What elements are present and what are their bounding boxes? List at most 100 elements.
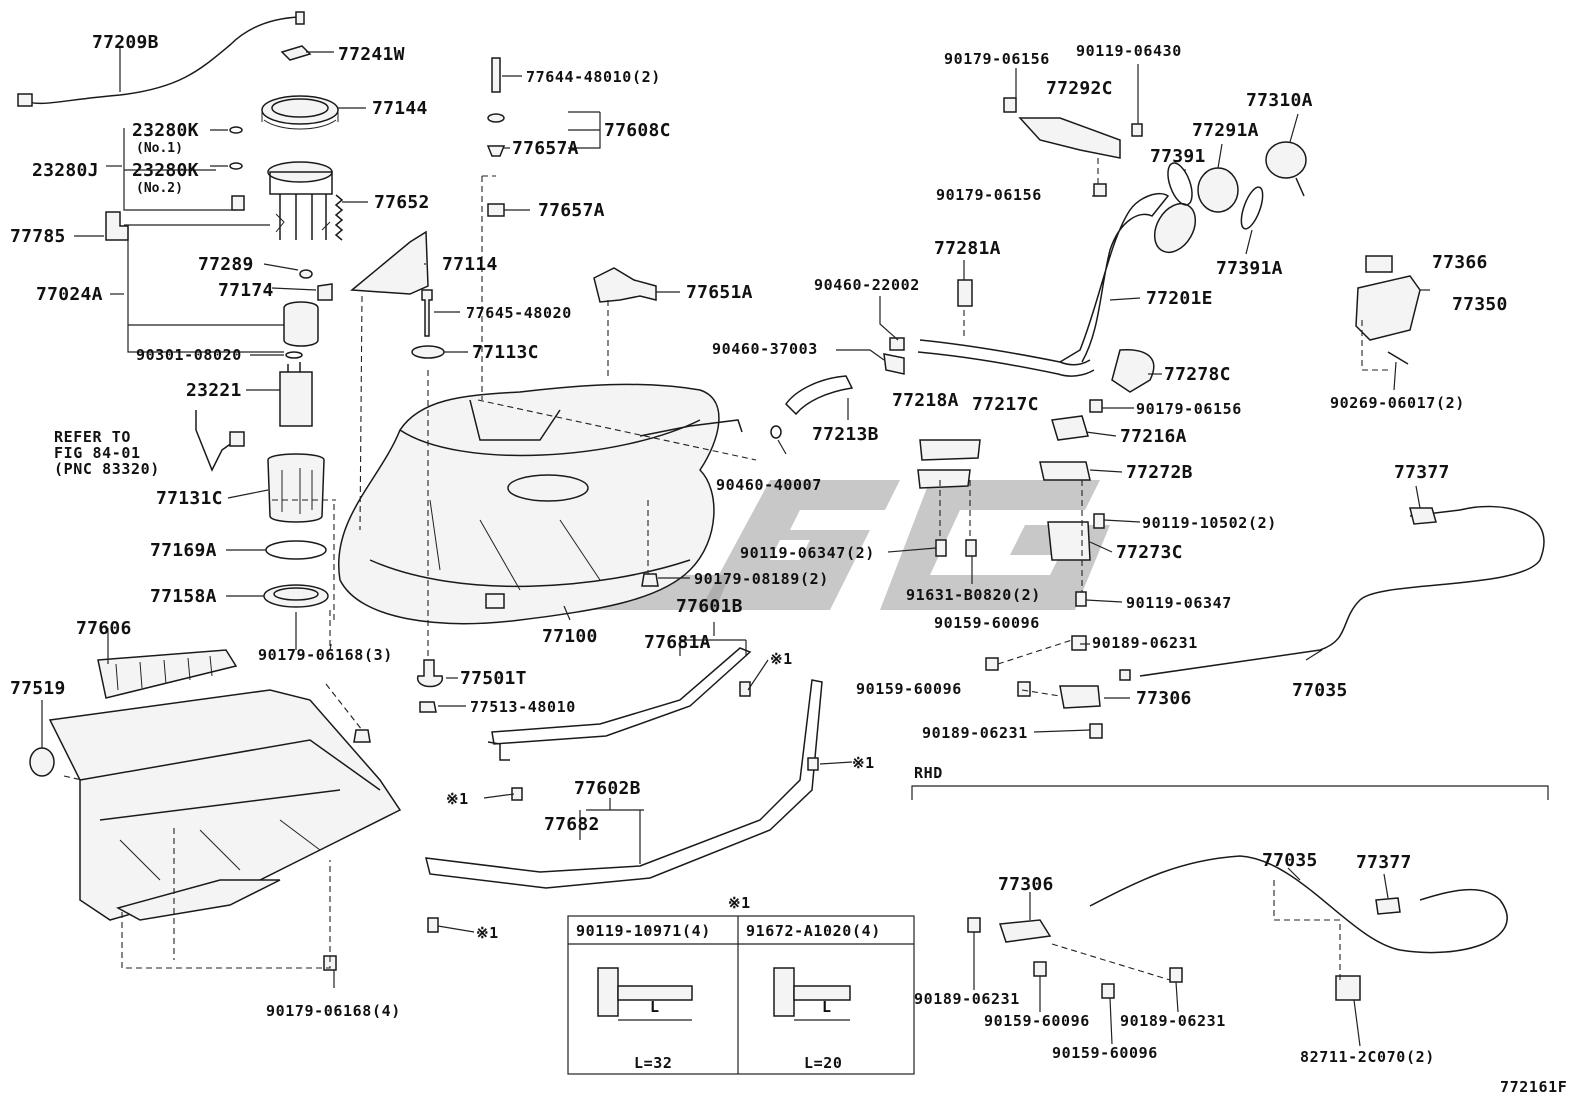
label-77218A: 77218A [892,390,959,411]
label-77645-48020: 77645-48020 [466,304,572,322]
table-col2-header: 91672-A1020(4) [746,922,881,940]
label-77291A: 77291A [1192,120,1259,141]
lever-77306-b [998,919,1052,943]
table-col1-header: 90119-10971(4) [576,922,711,940]
bracket-77217C [917,469,971,489]
nut-90179-08189 [641,573,659,587]
label-77174: 77174 [218,280,274,301]
sender-wire [195,410,237,472]
label-90159-60096-d: 90159-60096 [1052,1044,1158,1062]
alignment-lines [63,158,1388,981]
fuel-opener-cable-LHD [985,505,1545,739]
label-77652: 77652 [374,192,430,213]
label-77035-b: 77035 [1262,850,1318,871]
release-77377-a [1409,507,1437,525]
label-90119-06430: 90119-06430 [1076,42,1182,60]
label-77217C: 77217C [972,394,1039,415]
clamp-90460-37003 [883,353,905,375]
bracket-77273C [1047,521,1091,561]
pump-cup-77131C [267,453,325,523]
label-77601B: 77601B [676,596,743,617]
label-77608C: 77608C [604,120,671,141]
fuel-tank-77100 [337,383,720,625]
label-77519: 77519 [10,678,66,699]
bolt-77501T [417,659,443,688]
label-77035-a: 77035 [1292,680,1348,701]
label-77602B: 77602B [574,778,641,799]
hose-77213B [785,375,854,416]
label-90159-60096-b: 90159-60096 [856,680,962,698]
label-77144: 77144 [372,98,428,119]
label-90179-06168-4: 90179-06168(4) [266,1002,401,1020]
wire-harness-77209B [21,16,301,105]
protector-77651A [593,267,657,303]
label-90159-60096-a: 90159-60096 [934,614,1040,632]
label-77657A-2: 77657A [538,200,605,221]
label-77278C: 77278C [1164,364,1231,385]
label-90189-06231-c: 90189-06231 [914,990,1020,1008]
label-77606: 77606 [76,618,132,639]
note-mark-4: ※1 [476,924,499,942]
nut-77513 [419,701,437,713]
label-90179-06156-a: 90179-06156 [944,50,1050,68]
table-dim-2: L=20 [804,1054,843,1072]
oring-23280K-1 [229,126,243,134]
label-90119-10502: 90119-10502(2) [1142,514,1277,532]
label-77213B: 77213B [812,424,879,445]
grommet-77289 [299,269,313,279]
release-77377-b [1375,897,1401,915]
label-90189-06231-a: 90189-06231 [1092,634,1198,652]
label-77241W: 77241W [338,44,405,65]
label-77281A: 77281A [934,238,1001,259]
label-no1: (No.1) [136,141,183,156]
label-23280K-2: 23280K [132,160,199,181]
refer-note-line3: (PNC 83320) [54,460,160,478]
cap-77310A [1265,141,1307,179]
label-77651A: 77651A [686,282,753,303]
table-L-1: L [650,998,660,1016]
label-77513-48010: 77513-48010 [470,698,576,716]
label-77644-48010: 77644-48010(2) [526,68,661,86]
clip-77785 [105,211,129,241]
lever-77306-a [1059,685,1101,709]
bracket-77218A [919,439,981,461]
label-90189-06231-b: 90189-06231 [922,724,1028,742]
label-77391A: 77391A [1216,258,1283,279]
gasket-77391A [1240,186,1264,230]
label-82711-2C070: 82711-2C070(2) [1300,1048,1435,1066]
valve-77281A [957,279,973,307]
label-77306-b: 77306 [998,874,1054,895]
table-dim-1: L=32 [634,1054,673,1072]
fuel-door-77350 [1355,275,1421,341]
label-23280J: 23280J [32,160,99,181]
label-77306-a: 77306 [1136,688,1192,709]
label-90189-06231-d: 90189-06231 [1120,1012,1226,1030]
label-77501T: 77501T [460,668,527,689]
label-77114: 77114 [442,254,498,275]
table-L-2: L [822,998,832,1016]
label-90119-06347: 90119-06347 [1126,594,1232,612]
label-77682: 77682 [544,814,600,835]
rhd-label: RHD [914,764,943,782]
label-77113C: 77113C [472,342,539,363]
grommet-77113C [411,345,445,359]
label-77289: 77289 [198,254,254,275]
vent-valve-stack [486,57,506,217]
bracket-77272B [1039,461,1091,481]
tank-protector-77606 [29,649,402,971]
band-77602B [425,679,823,889]
label-no2: (No.2) [136,181,183,196]
label-77272B: 77272B [1126,462,1193,483]
fuel-opener-cable-RHD [967,855,1508,1001]
label-77158A: 77158A [150,586,217,607]
label-77024A: 77024A [36,284,103,305]
band-77601B [491,647,752,745]
note-mark-3: ※1 [446,790,469,808]
nut-90179-06156-b [1093,183,1107,197]
filter-canister [283,301,319,347]
label-23221: 23221 [186,380,242,401]
bolt-reference-table [567,915,915,1075]
bracket-77216A [1051,415,1089,441]
refer-note-line2: FIG 84-01 [54,444,141,462]
